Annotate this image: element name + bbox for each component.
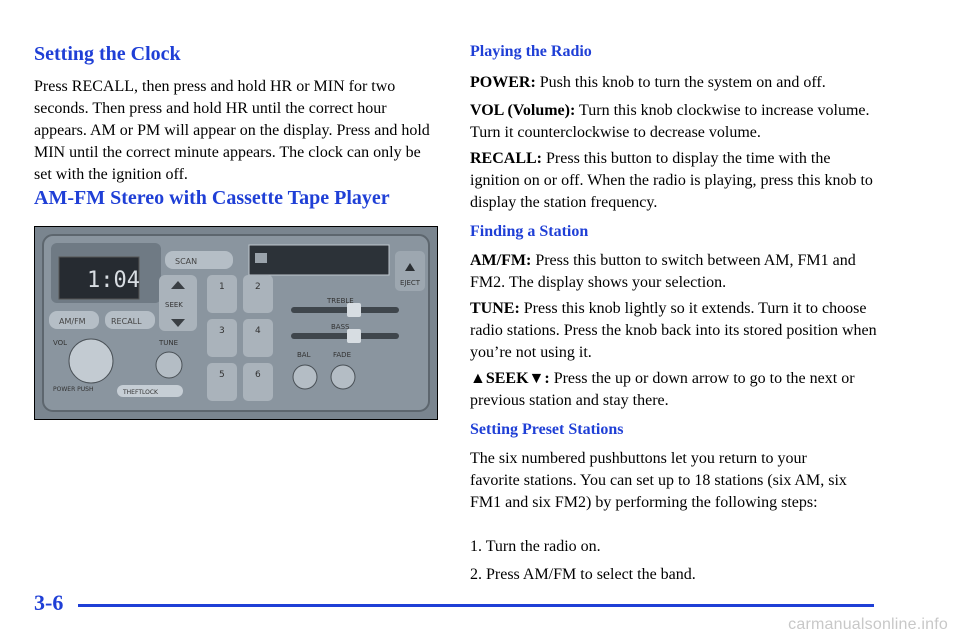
fade-knob[interactable] [330,364,356,390]
step-1: 1. Turn the radio on. [470,538,601,555]
scan-button[interactable] [165,251,233,269]
display-time: 1:04 [87,268,140,293]
preset-button-1[interactable] [207,275,237,313]
preset-button-3[interactable] [207,319,237,357]
preset-button-2[interactable] [243,275,273,313]
bal-label: BAL [297,351,311,359]
preset-label-1: 1 [219,282,225,292]
recall-text: Press this button to display the time wi… [470,150,873,211]
tune-knob[interactable] [155,351,183,379]
tune-label: TUNE [158,339,178,347]
theftlock-badge [117,385,183,397]
finding-station-heading: Finding a Station [470,223,589,240]
amfm-term: AM/FM: [470,252,532,269]
recall-label: RECALL [111,317,142,326]
amfm-paragraph: AM/FM: Press this button to switch betwe… [470,250,880,294]
eject-icon [405,263,415,271]
preset-stations-heading: Setting Preset Stations [470,421,624,438]
power-label: POWER PUSH [53,386,93,393]
radio-illustration: 1:04 SCAN EJECT SEEK AM/FM RECALL [35,227,437,419]
preset-label-6: 6 [255,370,261,380]
seek-up-icon [171,281,185,289]
amfm-text: Press this button to switch between AM, … [470,252,856,291]
fade-label: FADE [333,351,351,359]
vol-paragraph: VOL (Volume): Turn this knob clockwise t… [470,100,880,144]
radio-heading: AM-FM Stereo with Cassette Tape Player [34,187,390,209]
power-text: Push this knob to turn the system on and… [535,74,826,91]
seek-button[interactable] [159,275,197,331]
treble-slider-handle[interactable] [347,303,361,317]
radio-faceplate-image: 1:04 SCAN EJECT SEEK AM/FM RECALL [34,226,438,420]
vol-term: VOL (Volume): [470,102,576,119]
tune-text: Press this knob lightly so it extends. T… [470,300,877,361]
preset-buttons: 1 2 3 4 5 6 [207,275,273,401]
bass-label: BASS [331,323,350,331]
scan-label: SCAN [175,257,197,266]
eject-label: EJECT [400,279,421,287]
clock-display [58,256,140,300]
volume-knob[interactable] [68,338,114,384]
seek-text: Press the up or down arrow to go to the … [470,370,855,409]
bass-slider[interactable] [291,333,399,339]
preset-button-5[interactable] [207,363,237,401]
recall-paragraph: RECALL: Press this button to display the… [470,148,880,214]
recall-term: RECALL: [470,150,543,167]
preset-label-2: 2 [255,282,261,292]
cassette-slot [248,244,390,276]
power-term: POWER: [470,74,536,91]
am-fm-button[interactable] [49,311,99,329]
power-paragraph: POWER: Push this knob to turn the system… [470,72,880,94]
seek-paragraph: ▲SEEK▼: Press the up or down arrow to go… [470,368,880,412]
preset-paragraph: The six numbered pushbuttons let you ret… [470,450,847,511]
preset-label-4: 4 [255,326,261,336]
seek-term: ▲SEEK▼: [470,370,550,387]
theftlock-label: THEFTLOCK [122,389,159,396]
step-2: 2. Press AM/FM to select the band. [470,566,696,583]
preset-label-3: 3 [219,326,225,336]
setting-clock-heading: Setting the Clock [34,43,181,65]
treble-slider[interactable] [291,307,399,313]
tune-term: TUNE: [470,300,520,317]
preset-label-5: 5 [219,370,225,380]
treble-label: TREBLE [326,297,354,305]
preset-button-4[interactable] [243,319,273,357]
setting-clock-body: Press RECALL, then press and hold HR or … [34,78,430,183]
seek-down-icon [171,319,185,327]
watermark: carmanualsonline.info [788,616,948,633]
recall-button[interactable] [105,311,155,329]
bal-knob[interactable] [292,364,318,390]
tune-paragraph: TUNE: Press this knob lightly so it exte… [470,298,880,364]
bass-slider-handle[interactable] [347,329,361,343]
playing-radio-heading: Playing the Radio [470,43,592,60]
footer-rule [78,604,874,607]
preset-button-6[interactable] [243,363,273,401]
am-fm-label: AM/FM [59,317,86,326]
vol-label: VOL [53,339,67,347]
page-number: 3-6 [34,590,64,615]
vol-text: Turn this knob clockwise to increase vol… [470,102,870,141]
seek-label: SEEK [165,301,183,309]
